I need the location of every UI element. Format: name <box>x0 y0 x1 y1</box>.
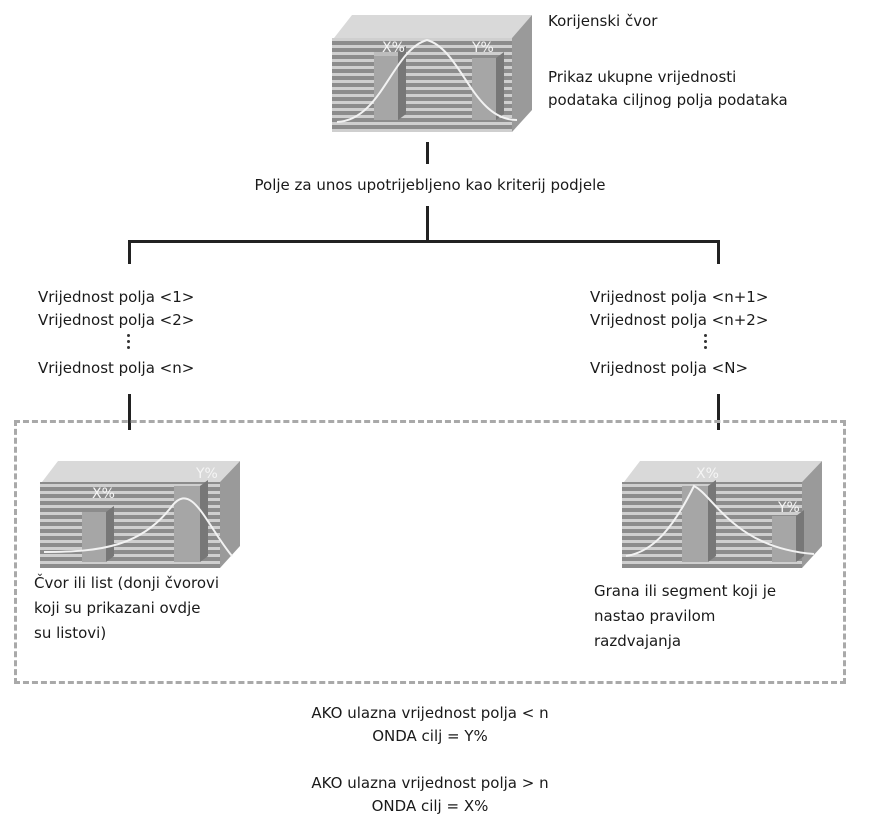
left-value-1: Vrijednost polja <1> <box>38 288 195 306</box>
left-node-chart-icon: X% Y% <box>40 461 240 568</box>
left-value-n: Vrijednost polja <n> <box>38 359 195 377</box>
left-node-caption-2: koji su prikazani ovdje <box>34 599 201 617</box>
root-label-x: X% <box>382 40 405 56</box>
left-node-caption-3: su listovi) <box>34 624 107 642</box>
right-value-n: Vrijednost polja <N> <box>590 359 749 377</box>
root-label-y: Y% <box>471 40 494 56</box>
split-criterion-label: Polje za unos upotrijebljeno kao kriteri… <box>254 176 606 194</box>
right-node-label-y: Y% <box>777 500 800 516</box>
rule-1-then: ONDA cilj = Y% <box>372 727 488 745</box>
root-title: Korijenski čvor <box>548 12 658 30</box>
branch-left-drop <box>128 240 131 264</box>
right-ellipsis <box>704 334 707 352</box>
root-connector <box>426 142 429 164</box>
branch-stem <box>426 206 429 242</box>
right-value-1: Vrijednost polja <n+1> <box>590 288 769 306</box>
left-node-label-x: X% <box>92 486 115 502</box>
right-node-label-x: X% <box>696 466 719 482</box>
root-node-chart-icon: X% Y% <box>332 15 532 132</box>
right-value-2: Vrijednost polja <n+2> <box>590 311 769 329</box>
leaf-nodes-group <box>14 420 846 684</box>
rule-2-if: AKO ulazna vrijednost polja > n <box>311 774 549 792</box>
rule-1-if: AKO ulazna vrijednost polja < n <box>311 704 549 722</box>
right-node-caption-2: nastao pravilom <box>594 607 716 625</box>
right-node-chart-icon: X% Y% <box>622 461 822 568</box>
root-desc-line2: podataka ciljnog polja podataka <box>548 91 788 109</box>
root-desc-line1: Prikaz ukupne vrijednosti <box>548 68 737 86</box>
rule-2-then: ONDA cilj = X% <box>371 797 489 815</box>
left-node-caption-1: Čvor ili list (donji čvorovi <box>34 574 220 592</box>
left-value-2: Vrijednost polja <2> <box>38 311 195 329</box>
right-child-connector <box>717 394 720 430</box>
left-ellipsis <box>127 334 130 352</box>
left-child-connector <box>128 394 131 430</box>
right-node-caption-1: Grana ili segment koji je <box>594 582 777 600</box>
left-node-label-y: Y% <box>195 466 218 482</box>
right-node-caption-3: razdvajanja <box>594 632 682 650</box>
branch-horizontal <box>128 240 720 243</box>
branch-right-drop <box>717 240 720 264</box>
